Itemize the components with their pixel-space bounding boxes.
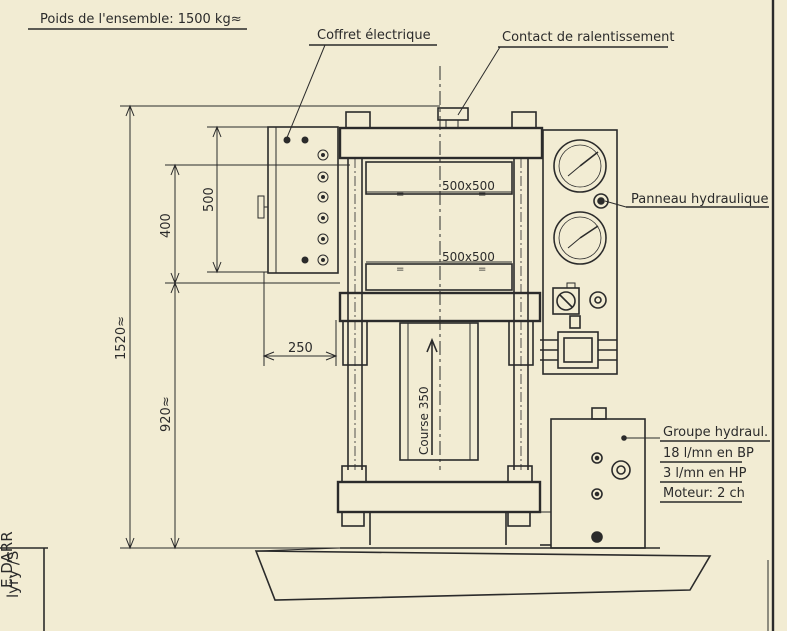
groupe-line3: Moteur: 2 ch [663, 486, 745, 501]
slowdown-contact [437, 107, 469, 121]
electrical-cabinet [267, 126, 339, 274]
platen-upper-dim: 500x500 [442, 179, 495, 193]
contact-leader [457, 46, 501, 116]
press-base [336, 480, 542, 514]
dim-500: 500 [202, 187, 217, 212]
dim-920: 920≈ [159, 396, 174, 432]
hydraulic-panel [542, 129, 618, 375]
ram-cylinder [399, 322, 479, 461]
hydraulic-group-fittings [591, 435, 631, 543]
dim-250: 250 [288, 341, 313, 356]
groupe-title: Groupe hydraul. [663, 425, 768, 440]
panneau-label: Panneau hydraulique [631, 192, 768, 207]
panel-manifold [540, 315, 617, 369]
moving-crosshead [338, 291, 542, 323]
eq-mark-1: = [396, 189, 404, 200]
weight-label: Poids de l'ensemble: 1500 kg≈ [40, 12, 242, 27]
contact-label: Contact de ralentissement [502, 30, 675, 45]
upper-platen [365, 161, 513, 195]
cabinet-indicators [283, 136, 329, 266]
pressure-gauge-lower [553, 211, 607, 265]
coffret-label: Coffret électrique [317, 28, 431, 43]
course-label: Course 350 [417, 386, 431, 455]
dim-400: 400 [159, 213, 174, 238]
groupe-line2: 3 l/mn en HP [663, 466, 747, 481]
groupe-line1: 18 l/mn en BP [663, 446, 754, 461]
dim-1520: 1520≈ [114, 316, 129, 360]
title-block-line2: lyry /S [4, 551, 22, 598]
title-block-line1: E.DARR [0, 531, 16, 588]
pressure-gauge-upper [553, 139, 607, 193]
top-crown [338, 126, 544, 160]
panel-valve-icon [593, 193, 609, 209]
floor-slab [254, 550, 712, 601]
eq-mark-3: = [396, 264, 404, 275]
eq-mark-2: = [478, 189, 486, 200]
press-columns [347, 158, 529, 470]
panel-selector [552, 287, 607, 315]
cabinet-handle [257, 195, 265, 219]
platen-lower-dim: 500x500 [442, 250, 495, 264]
eq-mark-4: = [478, 264, 486, 275]
coffret-leader [285, 44, 326, 141]
